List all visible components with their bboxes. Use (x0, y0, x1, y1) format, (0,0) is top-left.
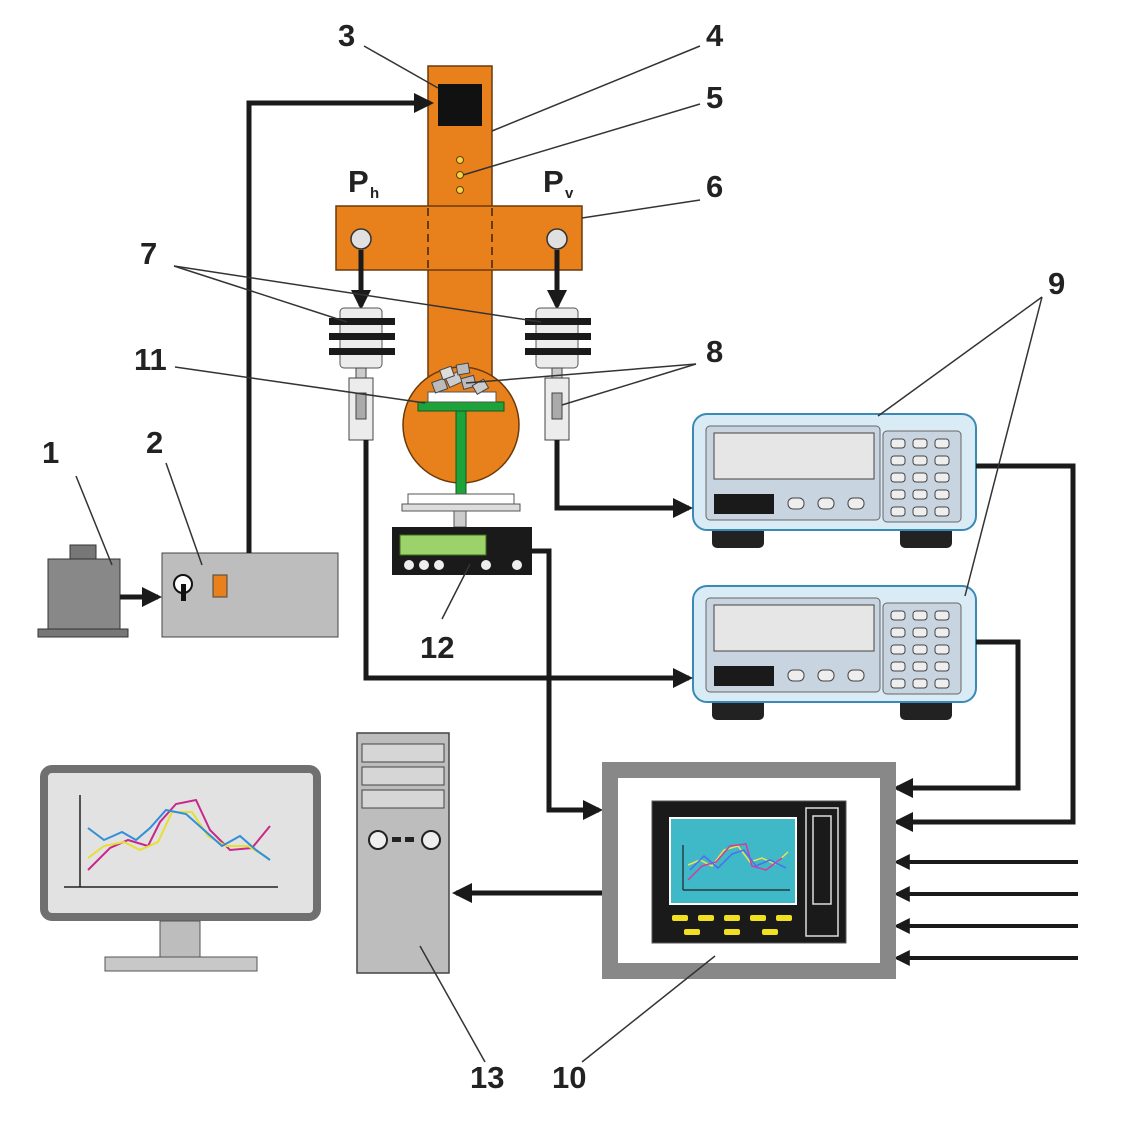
force-ph-subscript: h (370, 185, 379, 202)
label-4: 4 (706, 18, 724, 53)
horizontal-crossbar (335, 205, 583, 271)
force-pv-label: P (543, 164, 564, 199)
balance-scale (392, 493, 532, 575)
force-ph-label: P (348, 164, 369, 199)
label-12: 12 (420, 630, 454, 665)
label-6: 6 (706, 169, 723, 204)
label-7: 7 (140, 236, 157, 271)
recorder-bottom (692, 585, 977, 720)
label-3: 3 (338, 18, 355, 53)
label-9: 9 (1048, 266, 1065, 301)
recorder-bottom-to-logger-line (893, 639, 1021, 798)
sample-chamber (402, 362, 520, 496)
label-2: 2 (146, 425, 163, 460)
label-8: 8 (706, 334, 723, 369)
label-11: 11 (134, 342, 167, 377)
recorder-top-to-logger-line (893, 463, 1076, 832)
drive-unit-block (438, 84, 482, 126)
right-sensor-to-recorder-line (554, 440, 693, 518)
label-5: 5 (706, 80, 723, 115)
controller-icon (161, 552, 339, 638)
motor-icon (37, 544, 129, 638)
indicator-leds (456, 156, 464, 194)
label-10: 10 (552, 1060, 586, 1095)
balance-to-logger-line (532, 548, 603, 820)
monitor-icon (40, 765, 321, 972)
recorder-icon (692, 413, 977, 548)
sample-particles (431, 362, 490, 396)
sensor-icon (348, 367, 374, 441)
sensor-right (544, 367, 570, 441)
pc-tower-icon (356, 732, 450, 974)
data-logger (602, 762, 896, 979)
force-pv-subscript: v (565, 185, 574, 202)
left-sensor-to-recorder-line (363, 440, 693, 688)
weight-stack-right (525, 307, 591, 369)
label-1: 1 (42, 435, 59, 470)
leader-lines (75, 45, 1043, 1063)
label-13: 13 (470, 1060, 504, 1095)
controller-to-drive-line (246, 93, 434, 553)
weight-stack-left (329, 307, 395, 369)
